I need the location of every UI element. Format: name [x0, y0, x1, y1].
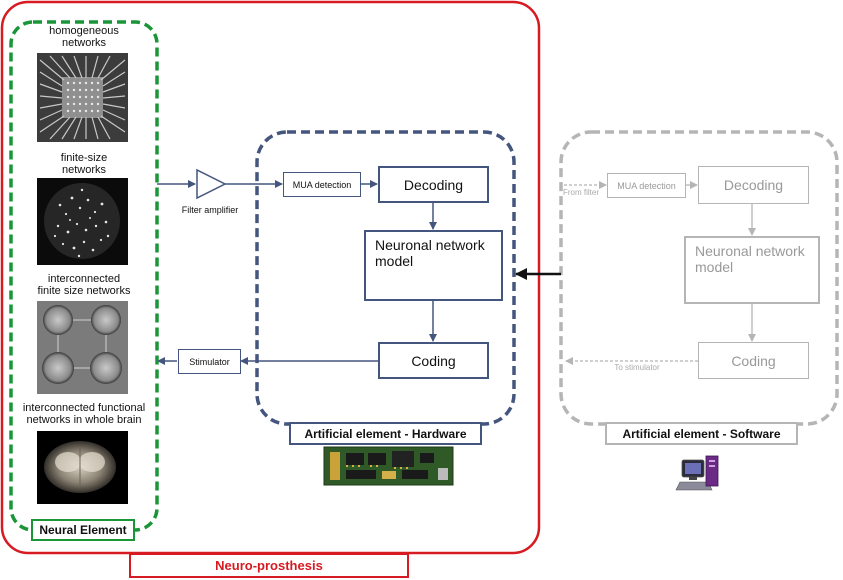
hw-decoding-box: Decoding: [378, 166, 489, 203]
software-label: Artificial element - Software: [605, 422, 798, 445]
hardware-label: Artificial element - Hardware: [289, 422, 482, 445]
wells-image: [37, 301, 128, 394]
caption-line: finite-size: [60, 152, 108, 164]
caption-line: networks: [61, 37, 107, 49]
filter-amplifier-label: Filter amplifier: [181, 205, 239, 215]
culture-image: [37, 178, 128, 265]
hw-coding-box: Coding: [378, 342, 489, 379]
sw-coding-box: Coding: [698, 342, 809, 379]
model-line: model: [375, 253, 414, 269]
hw-model-box: Neuronal network model: [364, 230, 503, 301]
caption-finite-size: finite-size networks: [11, 152, 157, 176]
sw-model-label: Neuronal network model: [695, 243, 805, 275]
caption-homogeneous: homogeneous networks: [11, 25, 157, 49]
stimulator-box: Stimulator: [178, 349, 241, 374]
caption-line: homogeneous: [49, 25, 119, 37]
neuro-prosthesis-label: Neuro-prosthesis: [129, 553, 409, 578]
brain-image: [37, 431, 128, 504]
from-filter-label: From filter: [563, 188, 599, 197]
sw-mua-detection-box: MUA detection: [607, 173, 686, 198]
caption-line: networks in whole brain: [26, 414, 142, 426]
triangle-amplifier-icon: [196, 168, 227, 200]
caption-line: networks: [61, 164, 107, 176]
sw-model-box: Neuronal network model: [684, 236, 820, 304]
neural-element-frame: [9, 20, 159, 532]
mea-image: [37, 53, 128, 142]
caption-whole-brain: interconnected functional networks in wh…: [7, 402, 161, 426]
model-line: Neuronal network: [375, 237, 485, 253]
sw-decoding-box: Decoding: [698, 166, 809, 204]
caption-line: finite size networks: [37, 285, 131, 297]
hw-model-label: Neuronal network model: [375, 237, 485, 269]
caption-line: interconnected functional: [22, 402, 146, 414]
computer-icon: [675, 455, 719, 491]
neural-element-label: Neural Element: [31, 519, 135, 541]
to-stimulator-label: To stimulator: [614, 363, 660, 372]
model-line: Neuronal network: [695, 243, 805, 259]
caption-line: interconnected: [47, 273, 121, 285]
caption-interconnected: interconnected finite size networks: [11, 273, 157, 297]
model-line: model: [695, 259, 734, 275]
hw-mua-detection-box: MUA detection: [283, 172, 361, 197]
circuit-board-icon: [323, 446, 454, 486]
